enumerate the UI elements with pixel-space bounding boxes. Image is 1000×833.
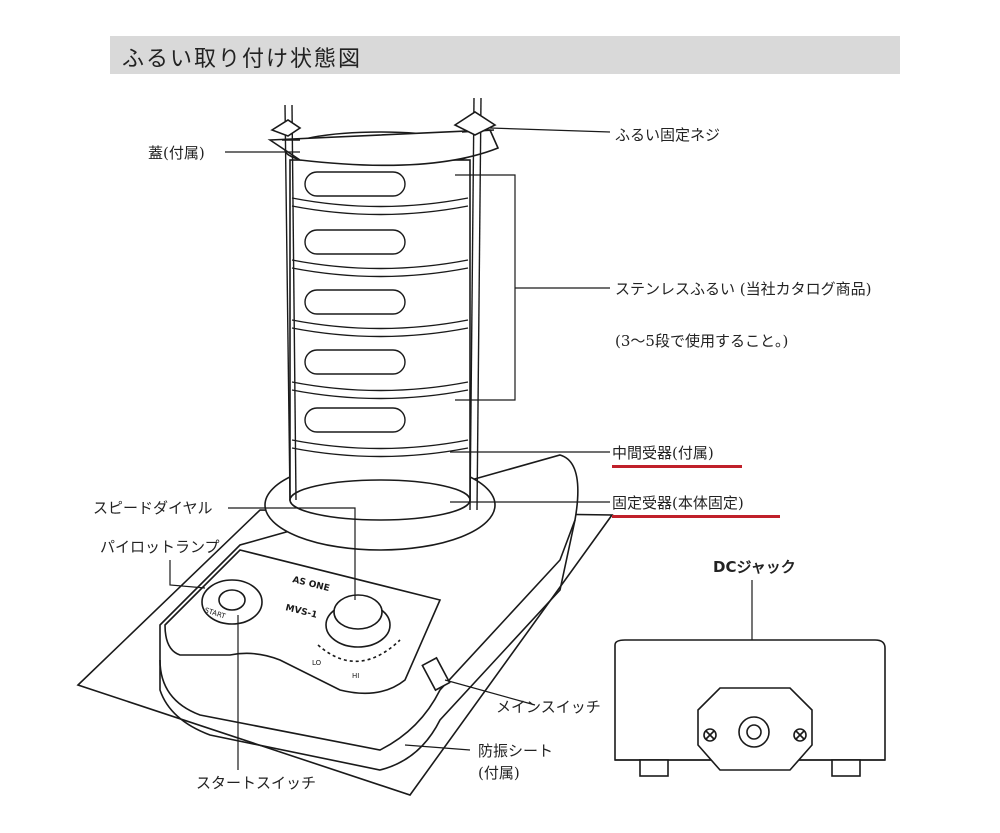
label-lid: 蓋(付属) xyxy=(148,144,205,162)
main-switch xyxy=(421,656,451,692)
label-dc-jack: DCジャック xyxy=(713,558,796,576)
label-anti-vibration-sheet: 防振シート xyxy=(478,742,554,760)
sieve-stack xyxy=(284,131,476,521)
wing-nut-right xyxy=(453,111,497,136)
lid xyxy=(267,129,500,167)
wing-nut-left xyxy=(270,119,302,137)
page-title: ふるい取り付け状態図 xyxy=(122,47,363,72)
dc-jack-plate xyxy=(697,687,813,771)
label-stainless-sieve: ステンレスふるい (当社カタログ商品) xyxy=(615,280,872,298)
label-fixed-receiver: 固定受器(本体固定) xyxy=(612,492,780,518)
label-pilot-lamp: パイロットランプ xyxy=(100,538,220,556)
start-switch xyxy=(201,579,263,625)
label-speed-dial: スピードダイヤル xyxy=(93,499,213,517)
label-usage-note: (3〜5段で使用すること。) xyxy=(615,332,789,350)
panel-lo: LO xyxy=(312,659,322,667)
label-anti-vibration-sheet-sub: (付属) xyxy=(478,764,520,782)
label-sieve-screw: ふるい固定ネジ xyxy=(615,126,721,144)
back-view-unit xyxy=(614,639,886,777)
label-middle-receiver: 中間受器(付属) xyxy=(612,442,742,468)
threaded-rods xyxy=(282,97,495,511)
panel-hi: HI xyxy=(352,672,359,680)
dc-jack-port xyxy=(738,716,770,748)
pilot-lamp xyxy=(218,589,246,611)
label-start-switch: スタートスイッチ xyxy=(196,774,317,792)
title-bar: ふるい取り付け状態図 xyxy=(110,36,900,74)
label-main-switch: メインスイッチ xyxy=(496,698,601,716)
